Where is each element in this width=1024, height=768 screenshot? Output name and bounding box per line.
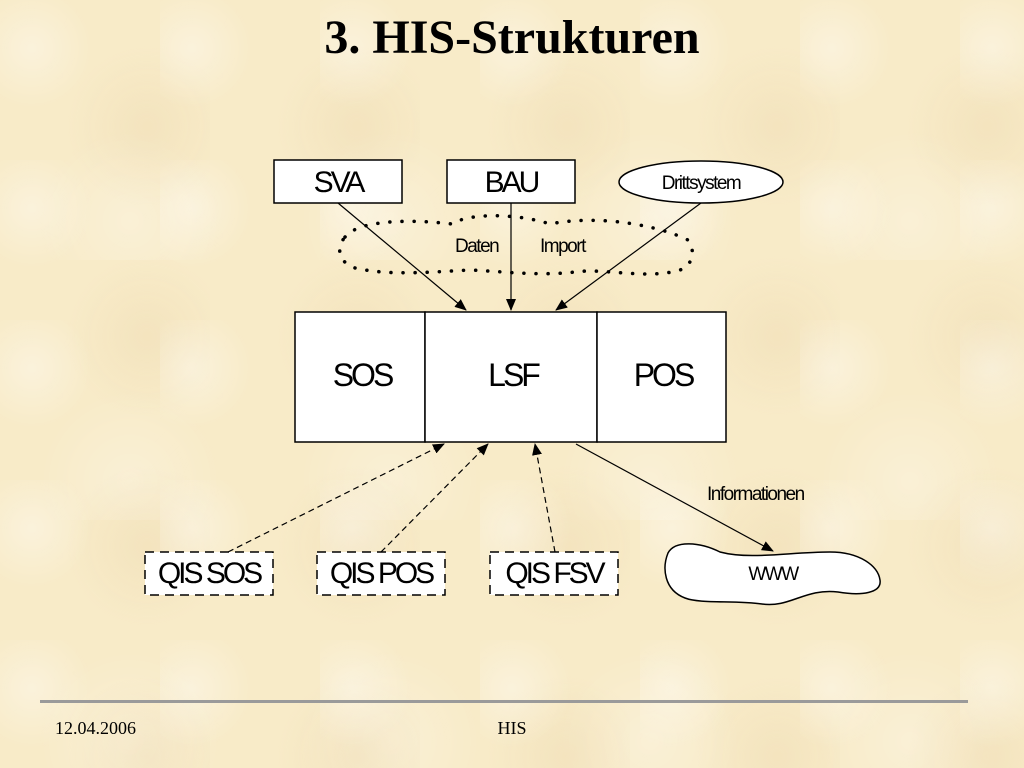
pos-label: POS (634, 357, 694, 393)
his-structure-diagram: Daten Import SVA BAU Drittsystem SOS LSF… (144, 159, 881, 606)
arrow-drittsystem-to-lsf (555, 202, 702, 311)
arrow-lsf-to-www (575, 443, 774, 552)
cloud-label-daten: Daten (455, 236, 499, 257)
qis-sos-label: QIS SOS (158, 557, 262, 590)
bau-label: BAU (485, 166, 539, 199)
slide-title: 3. HIS-Strukturen (324, 11, 700, 64)
pos-box (596, 311, 727, 443)
qis-fsv-label: QIS FSV (505, 557, 605, 590)
arrow-qis-pos-to-lsf (380, 443, 489, 553)
cloud-label-import: Import (540, 236, 587, 257)
sos-box (294, 311, 426, 443)
bau-box (446, 159, 576, 204)
footer-divider (40, 700, 968, 703)
sva-label: SVA (314, 166, 366, 199)
qis-sos-box (144, 551, 274, 596)
informationen-label: Informationen (707, 484, 805, 505)
arrow-qis-fsv-to-lsf (532, 443, 556, 553)
sva-box (273, 159, 403, 204)
www-label: WWW (748, 564, 799, 585)
import-cloud (337, 214, 694, 276)
sos-label: SOS (333, 357, 393, 393)
footer-date: 12.04.2006 (55, 718, 136, 738)
qis-pos-label: QIS POS (330, 557, 434, 590)
drittsystem-label: Drittsystem (662, 173, 741, 194)
qis-fsv-box (489, 551, 619, 596)
qis-pos-box (316, 551, 446, 596)
arrow-sva-to-lsf (337, 202, 467, 311)
www-cloud (664, 543, 881, 606)
lsf-label: LSF (488, 357, 540, 393)
footer-title: HIS (497, 718, 527, 738)
arrow-qis-sos-to-lsf (227, 443, 445, 553)
